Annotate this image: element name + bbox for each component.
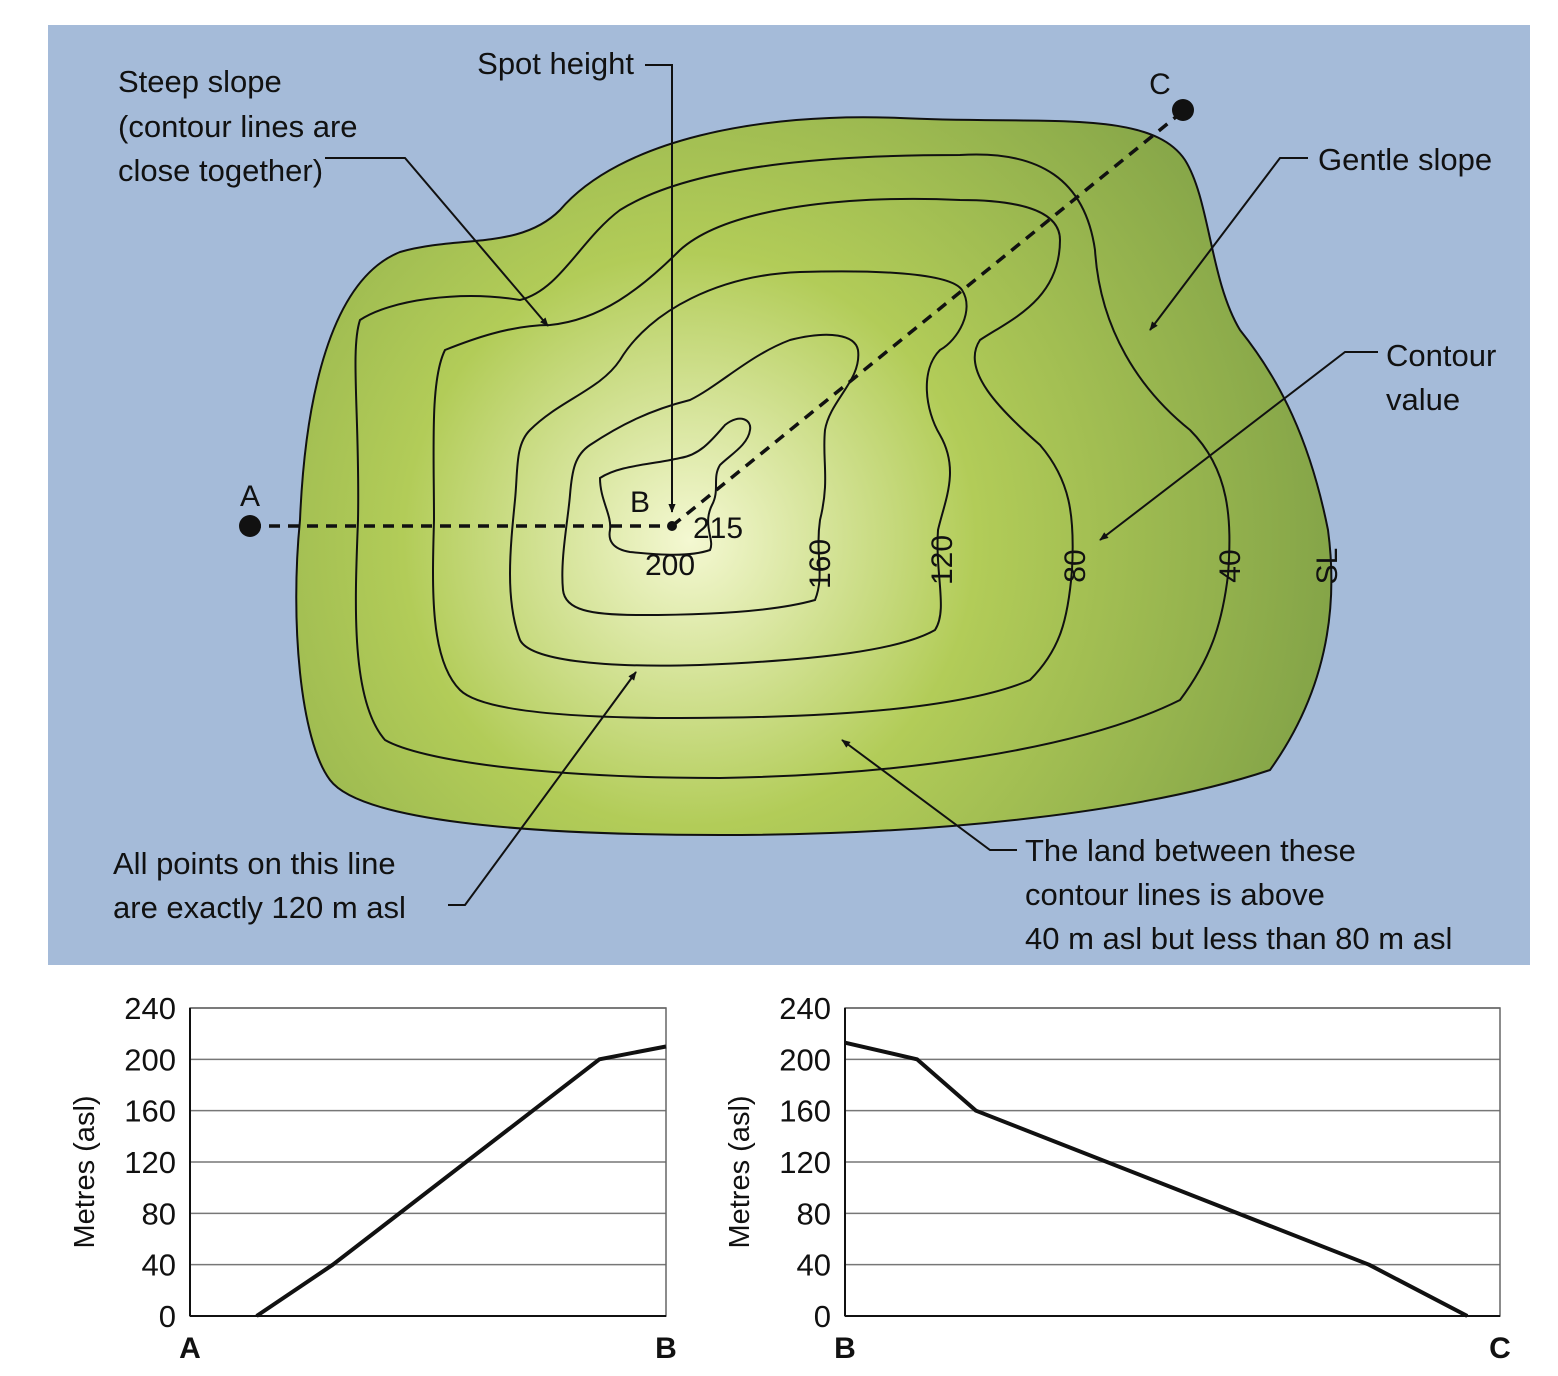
y-tick-label-200: 200 xyxy=(779,1042,831,1077)
contour-value-line-1: Contour xyxy=(1386,338,1496,373)
point-a-marker xyxy=(239,515,261,537)
spot-height-value: 215 xyxy=(693,512,743,545)
point-c-label: C xyxy=(1149,68,1171,101)
y-axis-title: Metres (asl) xyxy=(724,1095,756,1248)
steep-slope-line-1: Steep slope xyxy=(118,64,282,99)
y-tick-label-120: 120 xyxy=(124,1145,176,1180)
profile-line-0 xyxy=(844,1040,1469,1318)
steep-slope-callout: Steep slope (contour lines are close tog… xyxy=(118,64,358,188)
contour-value-leader xyxy=(1099,351,1378,541)
point-b-marker xyxy=(667,521,677,531)
all-points-leader xyxy=(448,671,637,906)
contour-label-sea-level: SL xyxy=(1311,548,1344,585)
contour-label-200: 200 xyxy=(645,549,695,582)
x-end-label: C xyxy=(1489,1332,1511,1365)
all-points-callout: All points on this line are exactly 120 … xyxy=(113,846,406,925)
contour-line-80 xyxy=(432,197,1074,720)
all-points-line-1: All points on this line xyxy=(113,846,396,881)
y-tick-label-200: 200 xyxy=(124,1042,176,1077)
y-tick-label-40: 40 xyxy=(142,1248,176,1283)
y-tick-label-80: 80 xyxy=(142,1196,176,1231)
steep-slope-line-3: close together) xyxy=(118,153,323,188)
spot-height-callout: Spot height xyxy=(477,46,634,81)
point-b-label: B xyxy=(630,486,650,519)
island-land xyxy=(295,116,1333,837)
contour-value-line-2: value xyxy=(1386,382,1460,417)
contour-line-200 xyxy=(598,417,752,556)
gentle-slope-leader xyxy=(1149,157,1308,331)
y-tick-label-160: 160 xyxy=(124,1094,176,1129)
x-start-label: B xyxy=(834,1332,856,1365)
y-tick-label-0: 0 xyxy=(159,1299,176,1334)
contour-line-40 xyxy=(354,153,1231,780)
contour-label-120: 120 xyxy=(926,535,959,585)
steep-slope-leader xyxy=(325,157,549,327)
land-between-line-3: 40 m asl but less than 80 m asl xyxy=(1025,921,1452,956)
y-tick-label-120: 120 xyxy=(779,1145,831,1180)
all-points-line-2: are exactly 120 m asl xyxy=(113,890,406,925)
y-tick-label-240: 240 xyxy=(124,991,176,1026)
land-between-leader xyxy=(841,739,1017,851)
steep-slope-line-2: (contour lines are xyxy=(118,109,358,144)
y-tick-label-0: 0 xyxy=(814,1299,831,1334)
x-start-label: A xyxy=(179,1332,201,1365)
x-end-label: B xyxy=(655,1332,677,1365)
gentle-slope-callout: Gentle slope xyxy=(1318,142,1492,177)
contour-value-callout: Contour value xyxy=(1386,338,1496,417)
land-between-line-1: The land between these xyxy=(1025,833,1356,868)
y-tick-label-80: 80 xyxy=(797,1196,831,1231)
contour-label-160: 160 xyxy=(804,539,837,589)
contour-line-160 xyxy=(561,333,860,617)
contour-label-80: 80 xyxy=(1059,549,1092,582)
y-axis-title: Metres (asl) xyxy=(69,1095,101,1248)
y-tick-label-240: 240 xyxy=(779,991,831,1026)
y-tick-label-160: 160 xyxy=(779,1094,831,1129)
cross-section-line-b-c xyxy=(670,110,1184,528)
spot-height-leader xyxy=(645,64,676,513)
point-c-marker xyxy=(1172,99,1194,121)
contour-label-40: 40 xyxy=(1214,549,1247,582)
point-a-label: A xyxy=(240,480,260,513)
land-between-line-2: contour lines is above xyxy=(1025,877,1325,912)
contour-line-120 xyxy=(509,270,968,667)
y-tick-label-40: 40 xyxy=(797,1248,831,1283)
land-between-callout: The land between these contour lines is … xyxy=(1025,833,1452,956)
profile-line-0 xyxy=(255,1044,667,1318)
